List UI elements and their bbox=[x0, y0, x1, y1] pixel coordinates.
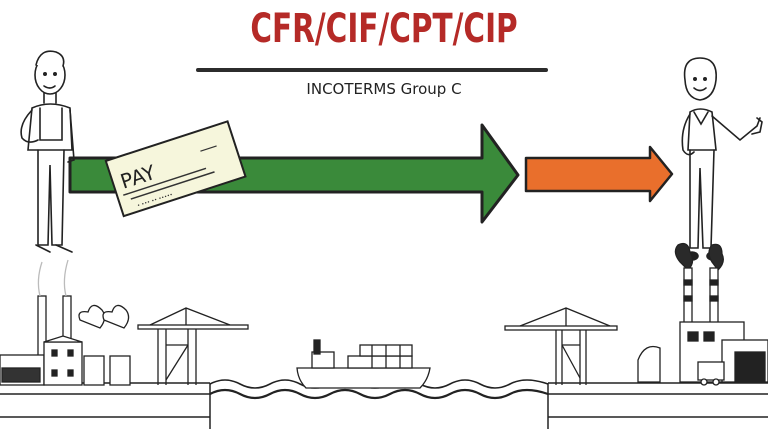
destination-port-crane-icon bbox=[504, 307, 618, 385]
page-title: CFR/CIF/CPT/CIP bbox=[250, 6, 518, 52]
origin-port-crane-icon bbox=[137, 307, 249, 385]
title-underline bbox=[196, 68, 548, 72]
buyer-woman-icon bbox=[681, 57, 763, 261]
ground bbox=[0, 382, 768, 429]
destination-factory-icon bbox=[637, 242, 768, 386]
risk-transfer-arrow bbox=[524, 145, 674, 203]
pay-check-icon: PAY • ••• •• ••••• bbox=[104, 120, 247, 218]
seller-man-icon bbox=[20, 50, 75, 253]
page-subtitle: INCOTERMS Group C bbox=[306, 80, 462, 98]
origin-factory-icon bbox=[0, 259, 131, 386]
cargo-ship-icon bbox=[296, 339, 431, 389]
